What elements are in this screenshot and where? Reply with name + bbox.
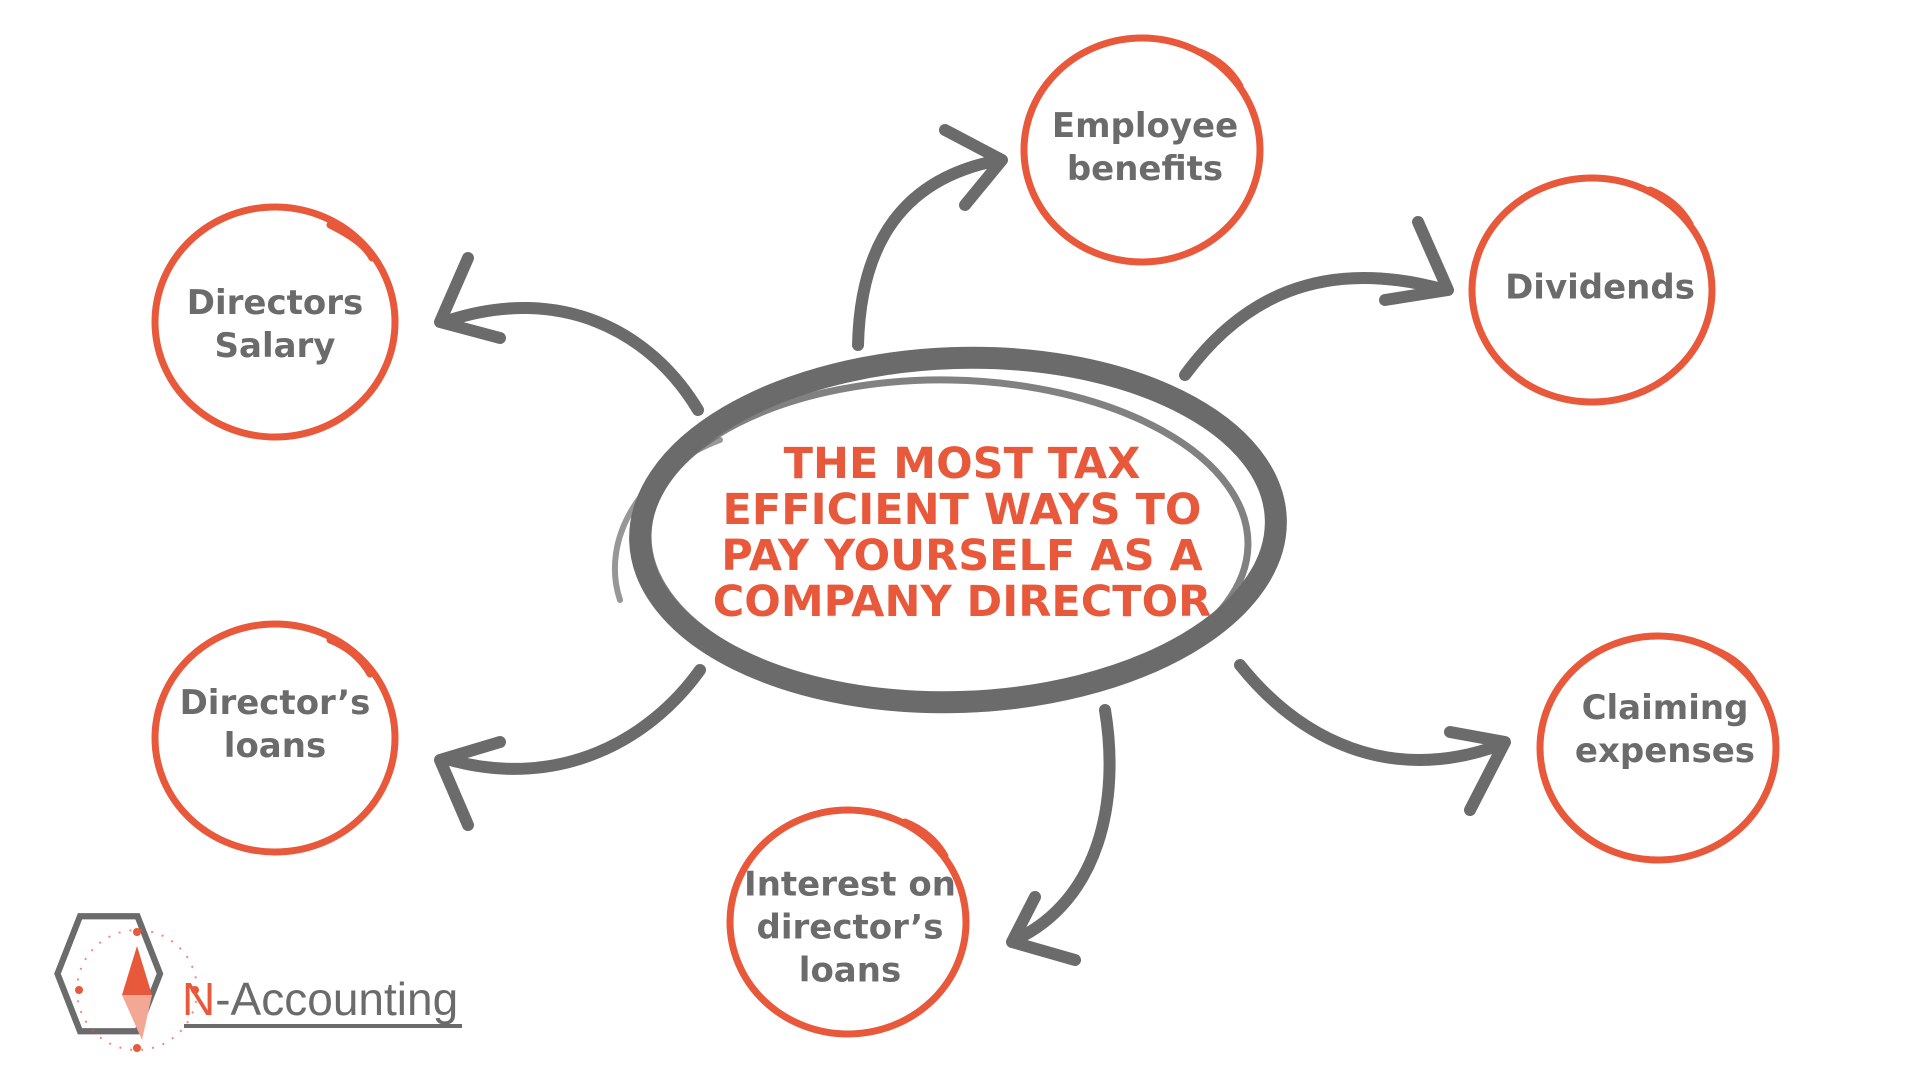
node-circle-interest-on-directors-loans [726, 806, 970, 1038]
node-circle-dividends [1468, 174, 1716, 406]
compass-hexagon-icon [54, 913, 199, 1052]
brand-underline [184, 1024, 462, 1028]
node-label-directors-salary: Directors Salary [186, 283, 364, 366]
node-label-interest-on-directors-loans: Interest on director’s loans [744, 864, 956, 991]
node-circle-claiming-expenses [1536, 632, 1780, 864]
node-label-directors-loans: Director’s loans [179, 683, 371, 766]
arrow-to-directors-salary [434, 252, 704, 416]
brand-wordmark: N-Accounting [182, 972, 458, 1026]
arrow-to-dividends [1179, 216, 1454, 381]
node-circle-directors-loans [151, 620, 399, 856]
node-circle-directors-salary [151, 203, 399, 441]
brand-name-rest: -Accounting [215, 973, 459, 1025]
node-label-dividends: Dividends [1505, 267, 1695, 308]
center-ellipse [611, 346, 1287, 714]
arrow-to-interest-on-directors-loans [1006, 704, 1116, 966]
arrow-to-directors-loans [434, 664, 706, 831]
arrow-to-claiming-expenses [1234, 659, 1511, 816]
node-circle-employee-benefits [1020, 34, 1264, 266]
node-label-employee-benefits: Employee benefits [1051, 106, 1239, 189]
node-label-claiming-expenses: Claiming expenses [1574, 688, 1756, 771]
center-title: THE MOST TAX EFFICIENT WAYS TO PAY YOURS… [712, 439, 1212, 627]
brand-initial: N [182, 973, 216, 1025]
arrow-to-employee-benefits [852, 124, 1008, 351]
